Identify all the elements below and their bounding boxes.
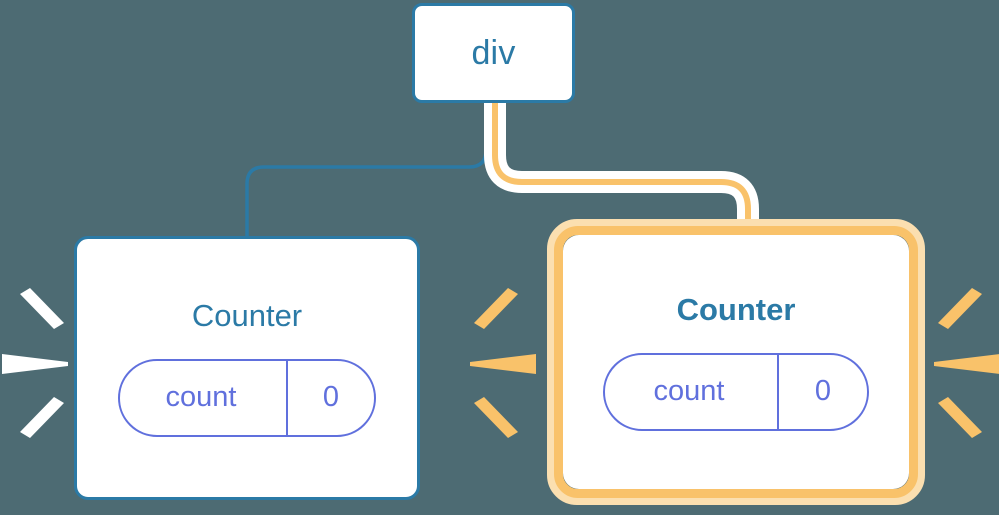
highlight-outer-glow [547,219,925,505]
state-pill-left: count 0 [118,358,376,437]
state-pill-left-value: 0 [286,360,374,435]
sparkle-ray-middle [934,354,999,374]
sparkle-ray-top [20,288,64,329]
node-counter-left[interactable]: Counter count 0 [74,236,420,500]
sparkle-ray-top [474,288,518,329]
node-counter-right[interactable]: Counter count 0 [547,219,925,505]
node-counter-left-label: Counter [191,297,303,333]
highlight-ring [554,226,918,498]
sparkle-burst-middle-amber [466,278,536,448]
node-counter-right-card: Counter count 0 [563,235,909,489]
node-div-label: div [471,34,516,72]
state-pill-left-key: count [165,381,237,413]
node-counter-right-label: Counter [676,291,796,327]
edge-div-to-left-counter [245,101,488,238]
state-pill-right-key: count [653,375,725,407]
sparkle-ray-top [938,288,982,329]
sparkle-ray-bottom [474,397,518,438]
sparkle-ray-middle [2,354,68,374]
edge-div-to-right-counter [492,103,751,232]
state-pill-right: count 0 [603,352,869,431]
state-pill-right-value: 0 [777,354,867,429]
sparkle-burst-right-amber [930,278,999,448]
sparkle-ray-bottom [20,397,64,438]
edge-div-to-right-counter-halo [484,103,759,232]
sparkle-ray-bottom [938,397,982,438]
sparkle-burst-left-white [2,278,72,448]
node-div[interactable]: div [412,3,575,103]
sparkle-ray-middle [470,354,536,374]
